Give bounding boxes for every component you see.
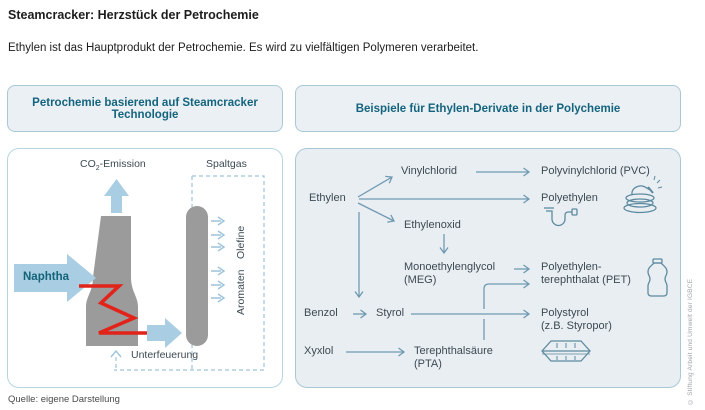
node-pet: Polyethylen- terephthalat (PET) — [541, 261, 631, 286]
drain-pipe-icon — [544, 207, 578, 227]
aromaten-label: Aromaten — [235, 269, 247, 315]
steamcracker-diagram-graphic — [14, 175, 265, 371]
node-polystyrol: Polystyrol (z.B. Styropor) — [541, 307, 612, 332]
node-vinylchlorid: Vinylchlorid — [401, 165, 458, 177]
heating-zigzag — [79, 284, 147, 335]
left-panel-header: Petrochemie basierend auf Steamcracker T… — [7, 85, 283, 132]
furnace-to-column-arrow — [147, 318, 182, 348]
olefine-arrows-icon — [211, 216, 226, 252]
spaltgas-label: Spaltgas — [206, 158, 247, 170]
node-ethylen: Ethylen — [309, 192, 346, 204]
steamcracker-diagram-panel: CO2-Emission Spaltgas Olefine Aromaten N… — [7, 148, 283, 388]
hose-icon — [623, 175, 663, 214]
flow-arrows — [346, 167, 531, 357]
left-panel-header-label: Petrochemie basierend auf Steamcracker T… — [32, 96, 258, 121]
page-subtitle: Ethylen ist das Hauptprodukt der Petroch… — [8, 42, 479, 54]
unterfeuerung-arrow-icon — [110, 349, 122, 358]
olefine-label: Olefine — [235, 225, 247, 259]
aromaten-arrows-icon — [211, 266, 226, 303]
right-panel-header: Beispiele für Ethylen-Derivate in der Po… — [295, 85, 681, 132]
source-note: Quelle: eigene Darstellung — [8, 394, 120, 405]
node-benzol: Benzol — [304, 307, 338, 319]
node-polyethylen: Polyethylen — [541, 192, 598, 204]
node-polyvinylchlorid: Polyvinylchlorid (PVC) — [541, 165, 650, 177]
pet-bottle-icon — [647, 258, 668, 297]
co2-up-arrow — [104, 179, 129, 213]
right-panel-header-label: Beispiele für Ethylen-Derivate in der Po… — [355, 102, 621, 115]
copyright-note: © Stiftung Arbeit und Umwelt der IGBCE — [687, 278, 694, 405]
node-terephthalsaeure: Terephthalsäure (PTA) — [414, 345, 493, 370]
co2-emission-label: CO2-Emission — [80, 158, 146, 173]
unterfeuerung-label: Unterfeuerung — [131, 349, 199, 361]
node-styrol: Styrol — [376, 307, 405, 319]
separation-column-shape — [186, 206, 208, 346]
node-monoethylenglycol: Monoethylenglycol (MEG) — [404, 261, 496, 286]
derivatives-flow-panel: Ethylen Vinylchlorid Polyvinylchlorid (P… — [295, 148, 681, 388]
naphtha-label: Naphtha — [23, 271, 69, 283]
node-ethylenoxid: Ethylenoxid — [404, 219, 461, 231]
food-container-icon — [541, 340, 591, 362]
derivatives-flow-graphic — [346, 167, 668, 362]
naphtha-arrow — [14, 254, 96, 302]
page-title: Steamcracker: Herzstück der Petrochemie — [8, 8, 259, 22]
node-xyxlol: Xyxlol — [304, 345, 334, 357]
